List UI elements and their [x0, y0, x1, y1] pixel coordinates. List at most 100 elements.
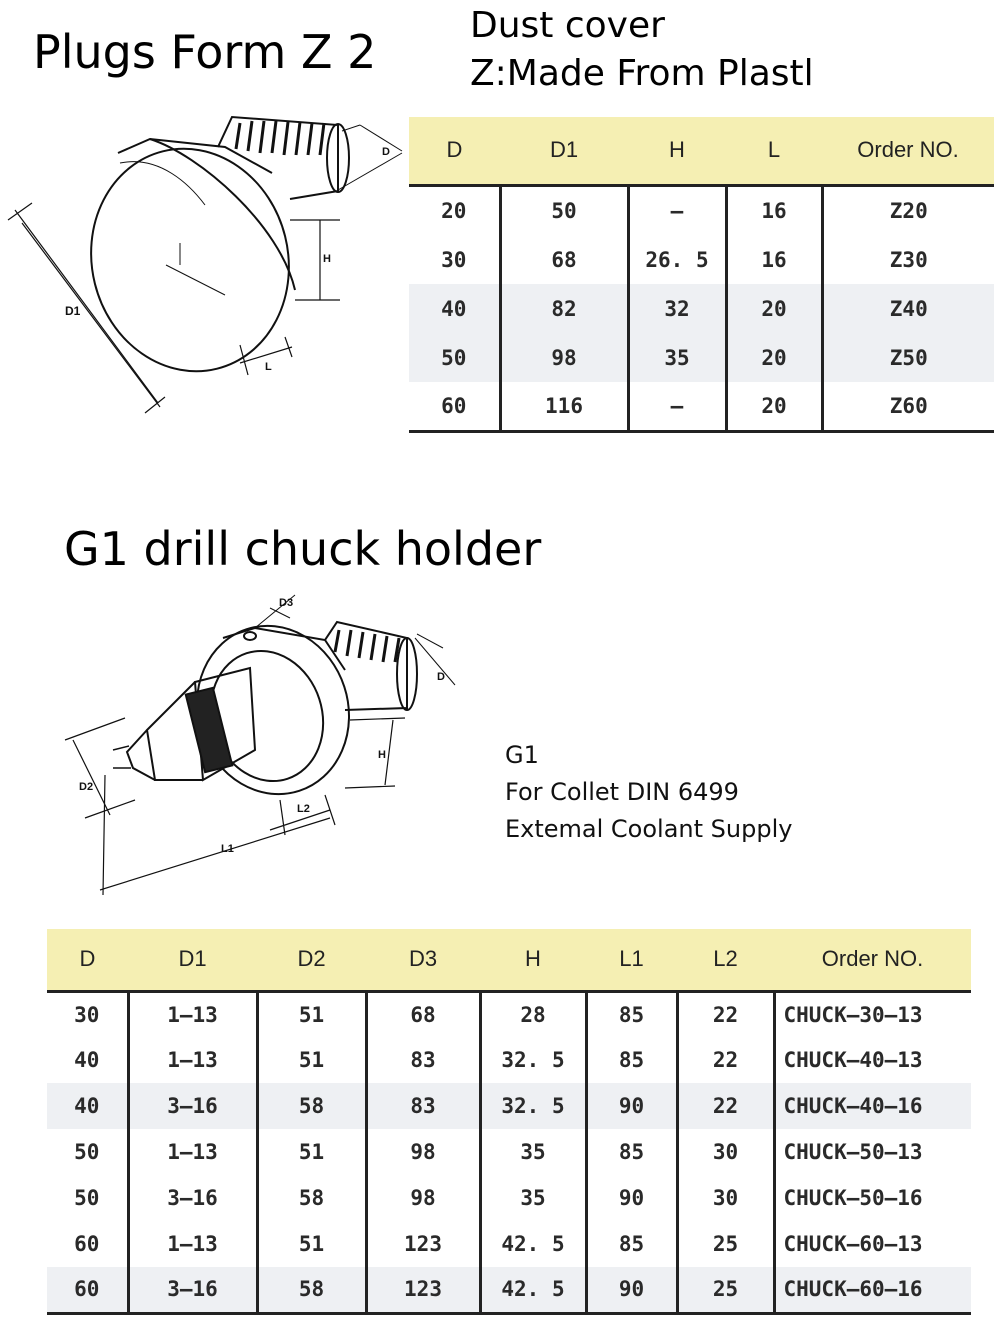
col-header-d1: D1: [500, 117, 628, 187]
cell: 20: [724, 382, 822, 433]
cell: 82: [498, 284, 628, 333]
cell: 1–13: [126, 1037, 257, 1083]
cell: 35: [478, 1175, 586, 1221]
cell: 83: [364, 1037, 480, 1083]
cell: 68: [498, 235, 628, 284]
cell: 22: [675, 1037, 774, 1083]
cell: 58: [255, 1175, 366, 1221]
cell: 90: [584, 1083, 677, 1129]
table-row: 30 68 26. 5 16 Z30: [409, 235, 994, 284]
cell: CHUCK–30–13: [772, 991, 971, 1037]
cell: 20: [724, 333, 822, 382]
cell: 28: [478, 991, 586, 1037]
cell: 20: [724, 284, 822, 333]
material-subtitle: Z:Made From Plastl: [470, 53, 814, 94]
dim-label-d1: D1: [65, 304, 81, 318]
cell: Z60: [820, 382, 994, 433]
chuck-spec-table: D D1 D2 D3 H L1 L2 Order NO. 30 1–13 51 …: [47, 929, 971, 1315]
plug-drawing: D1 H D L: [7, 115, 403, 414]
cell: 51: [255, 991, 366, 1037]
dim-label-l1: L1: [221, 843, 234, 855]
cell: 50: [409, 333, 500, 382]
cell: 25: [675, 1221, 774, 1267]
note-g1: G1: [505, 741, 539, 769]
col-header-h: H: [628, 117, 726, 187]
cell: 35: [626, 333, 726, 382]
cell: 51: [255, 1129, 366, 1175]
cell: 90: [584, 1175, 677, 1221]
table-row: 50 98 35 20 Z50: [409, 333, 994, 382]
cell: 32. 5: [478, 1037, 586, 1083]
cell: 40: [74, 1048, 100, 1072]
table-row: 20 50 – 16 Z20: [409, 185, 994, 235]
cell: 50: [74, 1186, 100, 1210]
cell: CHUCK–60–13: [772, 1221, 971, 1267]
chuck-holder-drawing: D2 L1 L2 H D D3: [64, 594, 456, 896]
cell: 85: [584, 1221, 677, 1267]
table-row: 40 82 32 20 Z40: [409, 284, 994, 333]
cell: 90: [584, 1267, 677, 1315]
cell: Z40: [820, 284, 994, 333]
dim-label-h: H: [378, 749, 386, 761]
cell: 3–16: [126, 1175, 257, 1221]
cell: 42. 5: [478, 1221, 586, 1267]
col-header-l1: L1: [586, 929, 677, 993]
cell: 98: [364, 1175, 480, 1221]
table-header-row: D D1 H L Order NO.: [409, 117, 994, 187]
table-header-row: D D1 D2 D3 H L1 L2 Order NO.: [47, 929, 971, 993]
dust-cover-subtitle: Dust cover: [470, 5, 665, 46]
cell: 30: [74, 1002, 100, 1027]
cell: 42. 5: [478, 1267, 586, 1315]
cell: 30: [675, 1129, 774, 1175]
cell: CHUCK–50–16: [772, 1175, 971, 1221]
dim-label-d2: D2: [79, 781, 93, 793]
cell: –: [626, 382, 726, 433]
cell: 85: [584, 1037, 677, 1083]
col-header-order-no: Order NO.: [822, 117, 994, 187]
dim-label-l2: L2: [297, 803, 310, 815]
cell: 40: [409, 284, 500, 333]
cell: CHUCK–60–16: [772, 1267, 971, 1315]
table-row: 40 3–16 58 83 32. 5 90 22 CHUCK–40–16: [47, 1083, 971, 1129]
cell: 32. 5: [478, 1083, 586, 1129]
cell: 20: [441, 198, 467, 223]
cell: 32: [626, 284, 726, 333]
cell: 85: [584, 1129, 677, 1175]
cell: 40: [47, 1083, 128, 1129]
cell: 22: [675, 1083, 774, 1129]
plugs-spec-table: D D1 H L Order NO. 20 50 – 16 Z20 30 68 …: [409, 117, 994, 433]
cell: Z30: [820, 235, 994, 284]
cell: 123: [364, 1221, 480, 1267]
table-row: 30 1–13 51 68 28 85 22 CHUCK–30–13: [47, 991, 971, 1037]
table-row: 60 1–13 51 123 42. 5 85 25 CHUCK–60–13: [47, 1221, 971, 1267]
cell: 123: [364, 1267, 480, 1315]
cell: 85: [584, 991, 677, 1037]
cell: 50: [74, 1140, 100, 1164]
cell: 60: [47, 1267, 128, 1315]
cell: CHUCK–40–16: [772, 1083, 971, 1129]
cell: 30: [441, 247, 467, 272]
cell: 25: [675, 1267, 774, 1315]
cell: 58: [255, 1083, 366, 1129]
cell: 50: [498, 185, 628, 235]
cell: 1–13: [126, 1129, 257, 1175]
cell: 116: [498, 382, 628, 433]
cell: 58: [255, 1267, 366, 1315]
table-row: 60 116 – 20 Z60: [409, 382, 994, 433]
note-collet: For Collet DIN 6499: [505, 778, 739, 806]
cell: CHUCK–40–13: [772, 1037, 971, 1083]
table-row: 60 3–16 58 123 42. 5 90 25 CHUCK–60–16: [47, 1267, 971, 1315]
cell: 16: [724, 235, 822, 284]
col-header-d: D: [409, 117, 500, 187]
cell: 16: [724, 185, 822, 235]
dim-label-d3: D3: [279, 597, 293, 609]
col-header-d3: D3: [366, 929, 480, 993]
plugs-title: Plugs Form Z 2: [33, 25, 377, 79]
dim-label-h: H: [323, 253, 331, 265]
cell: 30: [675, 1175, 774, 1221]
cell: Z50: [820, 333, 994, 382]
cell: 22: [675, 991, 774, 1037]
dim-label-d: D: [437, 671, 445, 683]
cell: Z20: [820, 185, 994, 235]
cell: 51: [255, 1221, 366, 1267]
